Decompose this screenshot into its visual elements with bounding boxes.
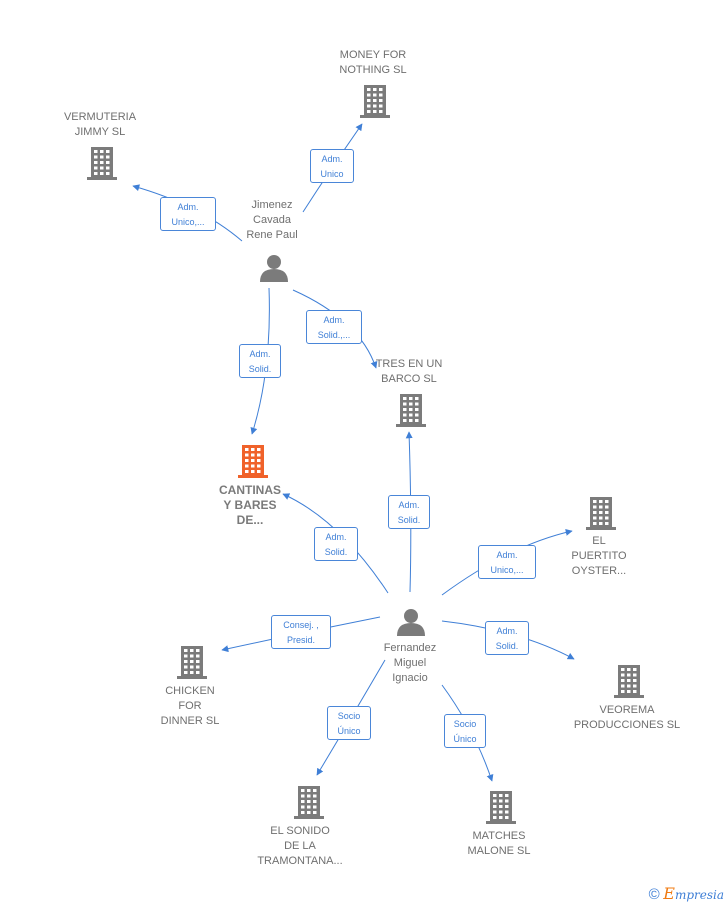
node-label-el-puertito[interactable]: EL PUERTITO OYSTER... <box>571 535 627 577</box>
building-icon-el-puertito <box>586 497 616 530</box>
edge-label-e9[interactable]: Adm. Solid. <box>485 621 529 655</box>
node-label-el-sonido[interactable]: EL SONIDO DE LA TRAMONTANA... <box>257 825 343 867</box>
node-label-veorema[interactable]: VEOREMA PRODUCCIONES SL <box>573 704 681 731</box>
footer-brand[interactable]: © Empresia <box>649 884 724 903</box>
edge-label-e2[interactable]: Adm. Unico,... <box>160 197 216 231</box>
building-icon-matches-malone <box>486 791 516 824</box>
person-icon-jimenez <box>260 255 288 282</box>
edge-label-e4[interactable]: Adm. Solid. <box>239 344 281 378</box>
node-label-chicken[interactable]: CHICKEN FOR DINNER SL <box>160 685 220 727</box>
edge-label-e3[interactable]: Adm. Solid.,... <box>306 310 362 344</box>
building-icon-el-sonido <box>294 786 324 819</box>
building-icon-money-for-nothing <box>360 85 390 118</box>
building-icon-chicken <box>177 646 207 679</box>
edge-label-e10[interactable]: Socio Único <box>327 706 371 740</box>
edge-label-e11[interactable]: Socio Único <box>444 714 486 748</box>
node-label-vermuteria-jimmy[interactable]: VERMUTERIA JIMMY SL <box>63 111 137 138</box>
building-icon-tres-en-un-barco <box>396 394 426 427</box>
building-icon-veorema <box>614 665 644 698</box>
copyright-symbol: © <box>648 886 660 903</box>
building-icon-vermuteria-jimmy <box>87 147 117 180</box>
node-label-cantinas[interactable]: CANTINAS Y BARES DE... <box>219 483 281 527</box>
building-icon-cantinas <box>238 445 268 478</box>
node-label-jimenez[interactable]: Jimenez Cavada Rene Paul <box>246 199 298 241</box>
person-icon-fernandez <box>397 609 425 636</box>
brand-initial: E <box>663 884 675 903</box>
node-label-tres-en-un-barco[interactable]: TRES EN UN BARCO SL <box>375 358 443 385</box>
node-label-money-for-nothing[interactable]: MONEY FOR NOTHING SL <box>339 49 407 76</box>
edge-label-e7[interactable]: Adm. Unico,... <box>478 545 536 579</box>
node-label-matches-malone[interactable]: MATCHES MALONE SL <box>467 830 531 857</box>
edge-label-e6[interactable]: Adm. Solid. <box>314 527 358 561</box>
edge-label-e5[interactable]: Adm. Solid. <box>388 495 430 529</box>
brand-name: mpresia <box>674 888 724 902</box>
edge-label-e8[interactable]: Consej. , Presid. <box>271 615 331 649</box>
node-label-fernandez[interactable]: Fernandez Miguel Ignacio <box>383 642 437 684</box>
edge-label-e1[interactable]: Adm. Unico <box>310 149 354 183</box>
icons-layer <box>87 85 644 824</box>
